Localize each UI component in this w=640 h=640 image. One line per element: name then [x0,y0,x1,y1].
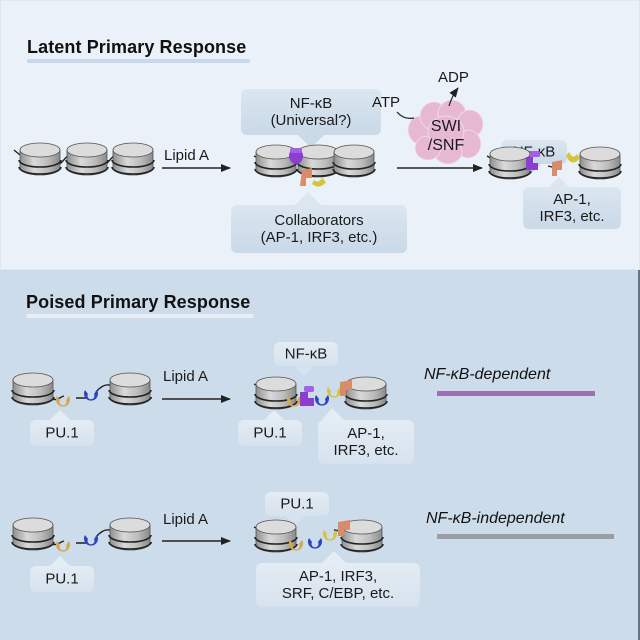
pu1-factor-icon [56,396,70,407]
swi-label: SWI [431,118,461,135]
ap1-factor-icon [300,168,312,186]
blue-factor-icon [84,535,98,546]
callout-line: NF-κB [289,95,333,112]
callout-pointer [264,410,284,420]
callout-pointer [294,366,314,376]
nfkb-universal-callout: NF-κB (Universal?) [241,89,381,148]
nfkb-factor-icon [526,151,540,170]
callout-line: IRF3, etc. [539,208,605,225]
nucleosome-icon [65,142,109,176]
ap1-factor-icon [340,380,352,396]
callout-line: Collaborators [274,212,364,229]
stimulus-label: Lipid A [163,511,209,528]
irf3-factor-icon [323,530,337,541]
irf3-factor-icon [566,152,580,163]
atp-label: ATP [372,94,401,111]
ap1-factor-icon [338,520,350,536]
callout-line: AP-1, [347,425,385,442]
callout-line: (Universal?) [270,112,352,129]
callout-pointer [50,410,70,420]
nucleosome-icon [11,517,55,551]
pu1-factor-icon [56,541,70,552]
nfkb-factor-icon [300,386,314,406]
collaborators-callout: Collaborators (AP-1, IRF3, etc.) [231,192,407,253]
stimulus-label: Lipid A [164,147,210,164]
callout-pointer [322,551,346,563]
nucleosome-icon [111,142,155,176]
callout-line: IRF3, etc. [333,442,399,459]
callout-line: AP-1, [553,191,591,208]
callout-text: PU.1 [45,424,79,442]
nfkb-dependent-legend-bar [437,391,595,396]
nucleosome-icon [488,146,532,180]
adp-label: ADP [438,69,469,86]
nucleosome-icon [578,146,622,180]
nfkb-independent-legend-bar [437,534,614,539]
callout-text: PU.1 [253,424,287,442]
latent-title-text: Latent Primary Response [27,37,247,57]
poised-response-panel: Poised Primary Response PU.1 NF-κB PU.1 … [0,270,640,640]
blue-factor-icon [84,390,98,401]
pu1-after-callout: PU.1 [265,492,329,526]
snf-label: /SNF [428,137,465,154]
nfkb-callout: NF-κB [274,342,338,376]
final-factors-callout: AP-1, IRF3, etc. [523,177,621,229]
pu1-callout: PU.1 [30,410,94,446]
pu1-after-callout: PU.1 [238,410,302,446]
irf3-factor-icon [312,178,326,187]
nfkb-factor-icon [289,148,303,164]
callout-line: (AP-1, IRF3, etc.) [260,229,378,246]
poised-title-text: Poised Primary Response [26,292,251,312]
nucleosome-icon [11,372,55,406]
nucleosome-icon [108,517,152,551]
poised-title: Poised Primary Response [26,292,255,318]
blue-factor-icon [315,395,329,406]
latent-title: Latent Primary Response [27,37,251,63]
atp-curve [396,111,415,119]
callout-pointer [322,408,344,420]
callout-pointer [295,192,321,205]
factors-callout: AP-1, IRF3, SRF, C/EBP, etc. [256,551,420,607]
nucleosome-icon [108,372,152,406]
callout-pointer [50,556,70,566]
stimulus-label: Lipid A [163,368,209,385]
title-underline [27,59,251,63]
callout-pointer [285,516,305,526]
factors-callout: AP-1, IRF3, etc. [318,408,414,464]
callout-text: PU.1 [45,570,79,588]
callout-line: SRF, C/EBP, etc. [281,585,395,602]
title-underline [26,314,255,318]
callout-pointer [549,177,569,187]
blue-factor-icon [308,538,322,549]
nucleosome-icon [18,142,62,176]
nucleosome-icon [332,144,376,178]
irf3-factor-icon [327,387,341,398]
ap1-factor-icon [552,160,562,176]
callout-text: PU.1 [280,495,314,513]
nfkb-dependent-legend-label: NF-κB-dependent [424,366,551,383]
nfkb-independent-legend-label: NF-κB-independent [426,510,565,527]
callout-line: AP-1, IRF3, [298,568,378,585]
callout-text: NF-κB [284,345,328,363]
swi-snf-complex-icon: SWI /SNF [407,99,484,165]
pu1-callout: PU.1 [30,556,94,592]
adp-arrow-icon [448,87,459,107]
